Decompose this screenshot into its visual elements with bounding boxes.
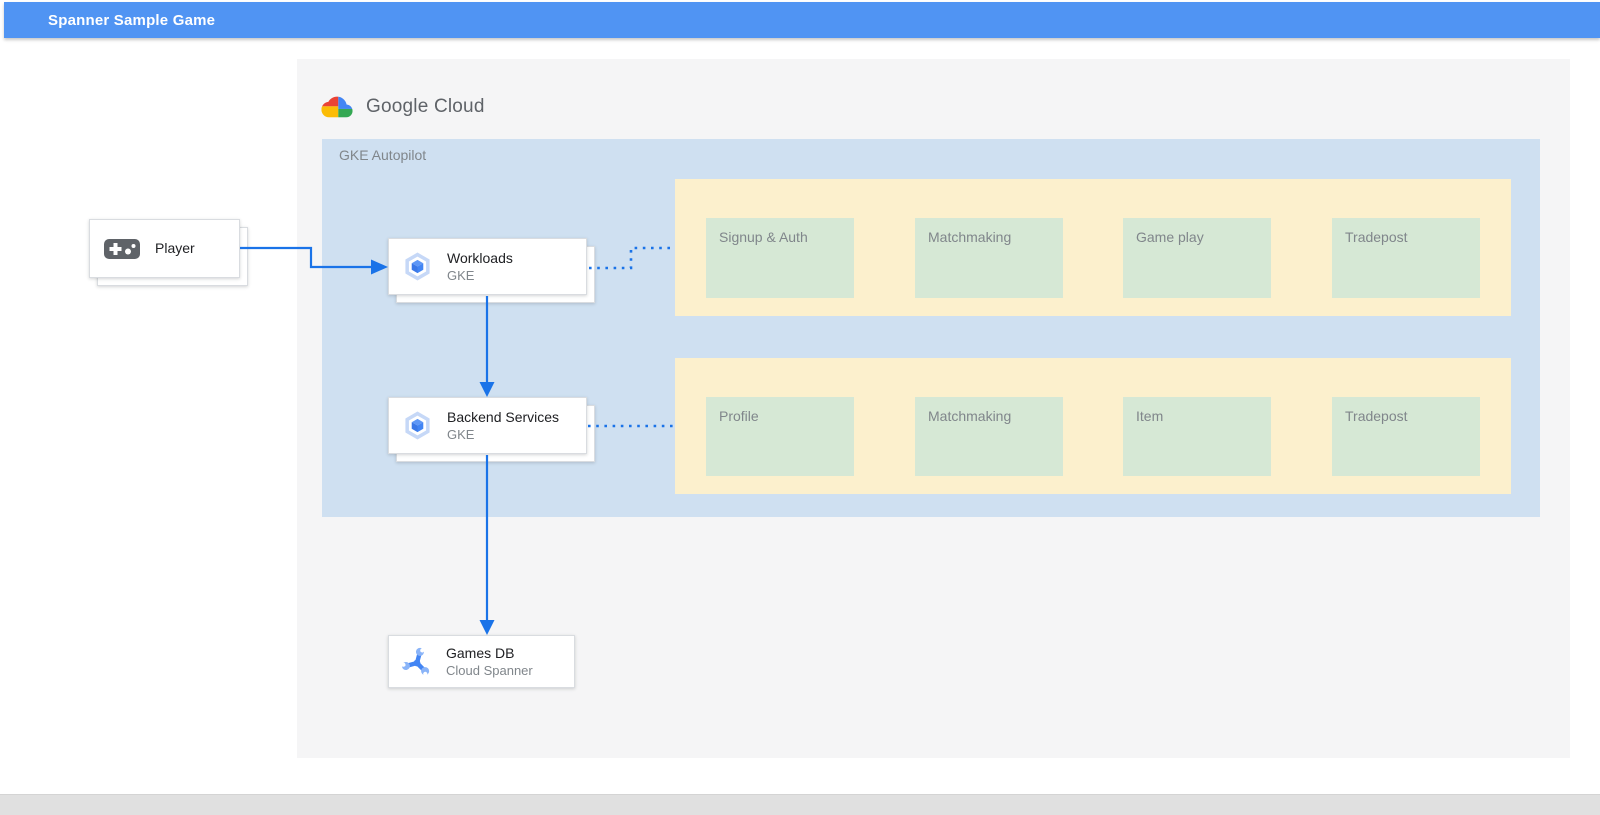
backend-services-subtitle: GKE	[447, 426, 475, 442]
workloads-subtitle: GKE	[447, 267, 475, 283]
spanner-wrench-icon	[402, 647, 432, 677]
service-game-play: Game play	[1123, 218, 1271, 298]
service-profile: Profile	[706, 397, 854, 476]
service-signup-auth: Signup & Auth	[706, 218, 854, 298]
gke-autopilot-label: GKE Autopilot	[339, 147, 427, 163]
games-db-node: Games DB Cloud Spanner	[388, 635, 575, 688]
player-node: Player	[89, 219, 240, 278]
google-cloud-logo-icon	[321, 94, 353, 120]
google-cloud-brand: Google Cloud	[321, 92, 485, 122]
bottom-bar	[0, 794, 1600, 815]
gke-hexagon-icon	[402, 251, 433, 282]
google-cloud-wordmark: Google Cloud	[366, 96, 485, 117]
player-label: Player	[155, 240, 195, 256]
page-title: Spanner Sample Game	[48, 11, 216, 29]
service-matchmaking-2: Matchmaking	[915, 397, 1063, 476]
service-item: Item	[1123, 397, 1271, 476]
workloads-node: Workloads GKE	[388, 238, 587, 295]
service-matchmaking: Matchmaking	[915, 218, 1063, 298]
backend-services-title: Backend Services	[447, 408, 560, 425]
workloads-title: Workloads	[447, 249, 513, 266]
service-tradepost: Tradepost	[1332, 218, 1480, 298]
gamepad-icon	[103, 238, 141, 260]
app-header: Spanner Sample Game	[4, 2, 1600, 38]
backend-services-node: Backend Services GKE	[388, 397, 587, 454]
gke-hexagon-icon	[402, 410, 433, 441]
service-tradepost-2: Tradepost	[1332, 397, 1480, 476]
games-db-subtitle: Cloud Spanner	[446, 662, 533, 678]
games-db-title: Games DB	[446, 644, 515, 661]
